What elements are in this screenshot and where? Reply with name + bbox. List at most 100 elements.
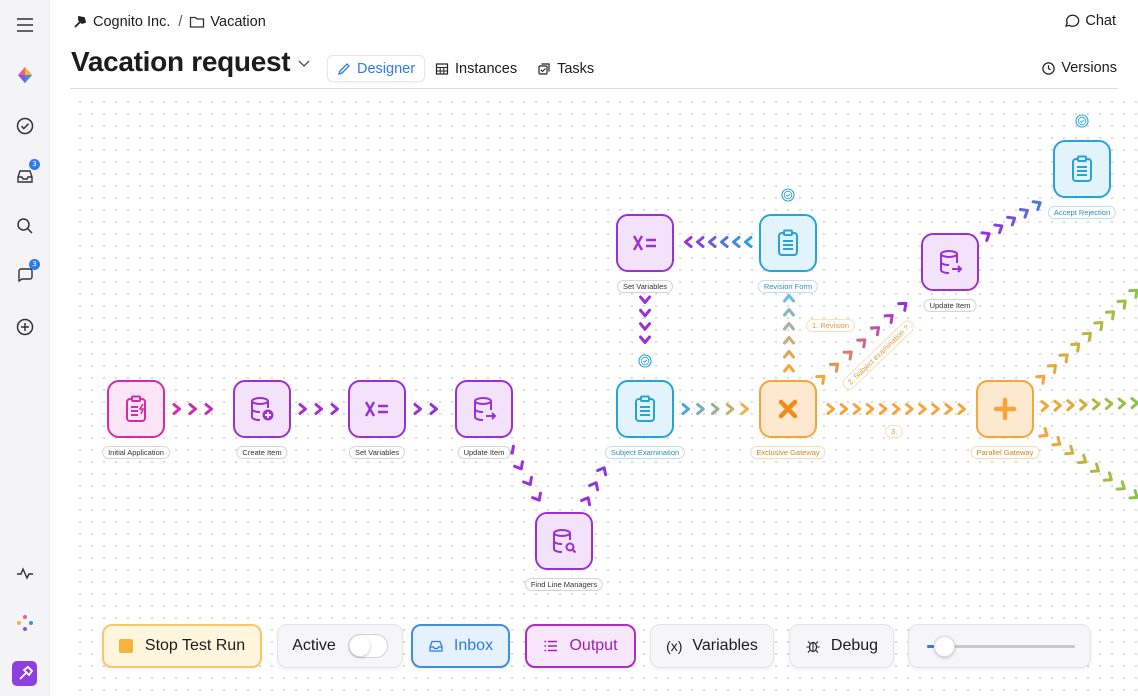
chevron-down-icon[interactable] (297, 58, 311, 68)
node-label: Exclusive Gateway (750, 446, 826, 459)
chat-label: Chat (1085, 13, 1116, 29)
inbox-badge: 3 (29, 159, 40, 170)
chat-icon[interactable]: 3 (13, 259, 40, 288)
variables-equals-icon (632, 235, 656, 251)
zoom-fill (927, 645, 935, 648)
breadcrumb: Cognito Inc. / Vacation (72, 13, 266, 31)
node-subject-examination[interactable] (616, 380, 674, 438)
tab-tasks[interactable]: Tasks (528, 56, 603, 81)
node-label: Update Item (923, 299, 977, 312)
zoom-handle[interactable] (934, 636, 956, 657)
database-add-icon (251, 397, 274, 421)
node-label: Revision Form (757, 280, 819, 293)
edge-label-third: 3. (885, 425, 904, 438)
variables-equals-icon (364, 401, 388, 417)
node-label: Update Item (457, 446, 511, 459)
x-gateway-icon (778, 399, 798, 419)
node-find-line-managers[interactable] (535, 512, 593, 570)
node-set-variables[interactable] (348, 380, 406, 438)
node-label: Initial Application (102, 446, 170, 459)
chat-bubble-icon (1065, 14, 1080, 27)
node-update-item[interactable] (455, 380, 513, 438)
user-avatar-icon[interactable] (12, 661, 37, 686)
node-update-item-2[interactable] (921, 233, 979, 291)
node-exclusive-gateway[interactable] (759, 380, 817, 438)
database-search-icon (553, 529, 577, 554)
tab-designer-label: Designer (357, 60, 416, 77)
folder-icon (190, 16, 205, 28)
table-icon (435, 62, 449, 75)
variables-label: Variables (692, 637, 758, 654)
app-logo-icon[interactable] (13, 63, 37, 87)
pencil-icon (337, 62, 350, 75)
node-label: Subject Examination (604, 446, 686, 459)
list-icon (544, 640, 558, 652)
node-revision-form[interactable] (759, 214, 817, 272)
check-circle-icon (781, 188, 795, 202)
debug-button[interactable]: Debug (789, 624, 894, 668)
versions-button[interactable]: Versions (1041, 60, 1117, 76)
tab-instances[interactable]: Instances (426, 56, 526, 81)
tab-bar: Designer Instances Tasks (328, 56, 605, 81)
clipboard-icon (635, 395, 655, 422)
inbox-icon[interactable]: 3 (13, 159, 40, 188)
check-circle-icon (1075, 114, 1089, 128)
menu-icon[interactable] (13, 13, 37, 37)
output-button[interactable]: Output (525, 624, 636, 668)
zoom-slider[interactable] (908, 624, 1091, 668)
tasks-check-icon[interactable] (13, 114, 37, 138)
node-label: Set Variables (616, 280, 674, 293)
tab-designer[interactable]: Designer (328, 56, 425, 81)
hammer-icon (74, 15, 87, 28)
tasks-icon (538, 62, 550, 75)
output-label: Output (569, 637, 618, 654)
search-icon[interactable] (13, 214, 37, 238)
plus-gateway-icon (993, 397, 1017, 421)
active-label: Active (292, 637, 336, 654)
bug-icon (806, 641, 820, 653)
active-toggle-group: Active (277, 624, 403, 668)
node-label: Parallel Gateway (970, 446, 1040, 459)
node-parallel-gateway[interactable] (976, 380, 1034, 438)
node-accept-rejection[interactable] (1053, 140, 1111, 198)
node-initial-application[interactable] (107, 380, 165, 438)
left-sidebar: 3 3 (0, 0, 50, 696)
node-label: Create Item (236, 446, 288, 459)
breadcrumb-folder[interactable]: Vacation (210, 14, 266, 30)
clipboard-icon (778, 229, 798, 256)
tab-instances-label: Instances (455, 60, 518, 77)
activity-icon[interactable] (13, 561, 37, 585)
page-title: Vacation request (71, 46, 291, 77)
clipboard-icon (1072, 155, 1092, 182)
zoom-track (927, 645, 1075, 648)
chat-badge: 3 (29, 259, 40, 270)
database-update-icon (474, 397, 497, 421)
node-set-variables-2[interactable] (616, 214, 674, 272)
chat-button[interactable]: Chat (1064, 13, 1116, 29)
active-toggle[interactable] (347, 634, 388, 658)
breadcrumb-separator: / (178, 14, 183, 30)
variables-button[interactable]: (x) Variables (650, 624, 774, 668)
inbox-button[interactable]: Inbox (411, 624, 510, 668)
stop-test-run-button[interactable]: Stop Test Run (102, 624, 262, 668)
node-label: Find Line Managers (524, 578, 604, 591)
check-circle-icon (638, 354, 652, 368)
database-update-icon (940, 250, 963, 274)
sparkle-icon[interactable] (13, 611, 37, 635)
tab-tasks-label: Tasks (557, 60, 595, 77)
edge-label-revision: 1. Revision (806, 319, 856, 332)
node-label: Set Variables (348, 446, 406, 459)
variables-icon: (x) (666, 638, 683, 654)
inbox-label: Inbox (453, 637, 494, 654)
stop-label: Stop Test Run (144, 637, 246, 654)
versions-label: Versions (1061, 60, 1117, 76)
inbox-tray-icon (429, 640, 443, 652)
form-lightning-icon (126, 395, 146, 422)
add-icon[interactable] (13, 315, 37, 339)
history-icon (1042, 61, 1056, 75)
node-create-item[interactable] (233, 380, 291, 438)
debug-label: Debug (830, 637, 879, 654)
stop-icon (118, 639, 133, 653)
header-divider (70, 88, 1118, 89)
breadcrumb-org[interactable]: Cognito Inc. (93, 14, 171, 30)
